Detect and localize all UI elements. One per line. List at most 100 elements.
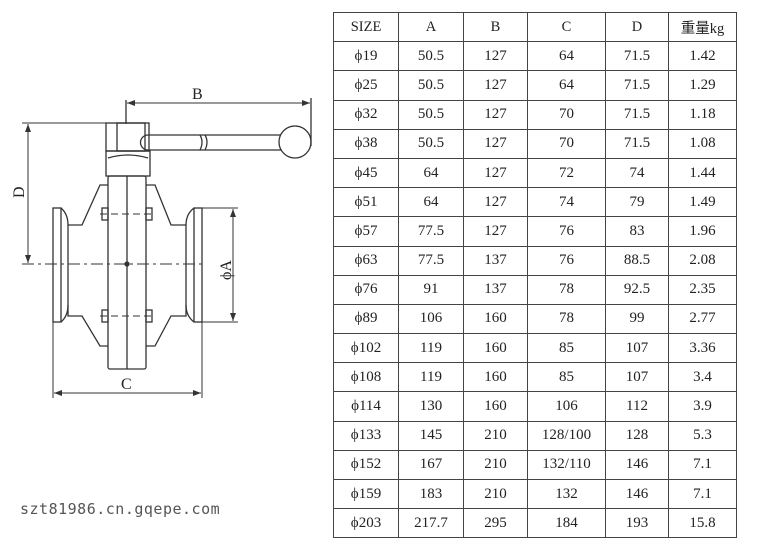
table-cell: 127 <box>463 187 528 218</box>
table-cell: ϕ133 <box>333 420 399 451</box>
table-cell: 76 <box>527 245 606 276</box>
dimension-b: B <box>125 86 312 146</box>
table-cell: 119 <box>398 333 464 364</box>
table-cell: 130 <box>398 391 464 422</box>
table-cell: 3.9 <box>668 391 737 422</box>
table-cell: 79 <box>605 187 669 218</box>
table-cell: 99 <box>605 303 669 335</box>
table-cell: 5.3 <box>668 420 737 451</box>
column-header: D <box>605 11 669 43</box>
table-cell: 210 <box>463 420 528 451</box>
table-cell: 132/110 <box>527 449 606 481</box>
dimension-c: C <box>52 322 203 398</box>
table-cell: 64 <box>527 70 606 101</box>
table-cell: 91 <box>398 274 464 305</box>
column-header: A <box>398 11 464 43</box>
table-cell: 71.5 <box>605 128 669 159</box>
table-cell: 160 <box>463 333 528 364</box>
column-header: C <box>527 11 606 43</box>
table-cell: 160 <box>463 391 528 422</box>
table-cell: 64 <box>398 187 464 218</box>
table-cell: 64 <box>398 157 464 189</box>
table-cell: ϕ38 <box>333 128 399 159</box>
table-cell: ϕ45 <box>333 157 399 189</box>
table-cell: 3.36 <box>668 333 737 364</box>
table-cell: 1.18 <box>668 99 737 130</box>
table-cell: ϕ63 <box>333 245 399 276</box>
table-cell: 70 <box>527 99 606 130</box>
table-cell: 1.42 <box>668 41 737 72</box>
dimension-c-label: C <box>121 376 132 393</box>
table-cell: 160 <box>463 362 528 393</box>
table-cell: 132 <box>527 478 606 510</box>
table-cell: 88.5 <box>605 245 669 276</box>
table-cell: ϕ159 <box>333 478 399 510</box>
table-cell: 50.5 <box>398 128 464 159</box>
watermark: szt81986.cn.gqepe.com <box>20 500 221 518</box>
table-cell: 127 <box>463 128 528 159</box>
table-cell: 71.5 <box>605 41 669 72</box>
table-cell: 71.5 <box>605 99 669 130</box>
table-cell: 83 <box>605 216 669 247</box>
table-cell: 72 <box>527 157 606 189</box>
table-cell: 7.1 <box>668 478 737 510</box>
table-cell: 78 <box>527 303 606 335</box>
table-cell: 85 <box>527 362 606 393</box>
table-cell: 160 <box>463 303 528 335</box>
valve-drawing: B D ϕA C <box>11 86 312 398</box>
table-cell: 127 <box>463 70 528 101</box>
table-cell: 2.77 <box>668 303 737 335</box>
table-cell: 146 <box>605 478 669 510</box>
table-cell: 15.8 <box>668 508 737 539</box>
valve-body <box>52 175 203 370</box>
table-cell: 146 <box>605 449 669 481</box>
table-cell: ϕ57 <box>333 216 399 247</box>
table-cell: 1.08 <box>668 128 737 159</box>
table-cell: ϕ25 <box>333 70 399 101</box>
table-cell: 2.08 <box>668 245 737 276</box>
table-cell: ϕ102 <box>333 333 399 364</box>
table-cell: ϕ19 <box>333 41 399 72</box>
table-cell: 127 <box>463 99 528 130</box>
table-cell: 193 <box>605 508 669 539</box>
table-cell: ϕ152 <box>333 449 399 481</box>
table-cell: 127 <box>463 157 528 189</box>
table-cell: 128 <box>605 420 669 451</box>
table-cell: 78 <box>527 274 606 305</box>
table-cell: 85 <box>527 333 606 364</box>
column-header: 重量kg <box>668 11 737 43</box>
table-cell: 1.44 <box>668 157 737 189</box>
table-cell: 50.5 <box>398 99 464 130</box>
table-cell: 184 <box>527 508 606 539</box>
table-cell: 145 <box>398 420 464 451</box>
table-cell: 106 <box>527 391 606 422</box>
table-cell: 70 <box>527 128 606 159</box>
handle <box>105 122 312 177</box>
table-cell: 71.5 <box>605 70 669 101</box>
table-cell: 106 <box>398 303 464 335</box>
table-cell: 2.35 <box>668 274 737 305</box>
table-cell: 77.5 <box>398 245 464 276</box>
table-cell: ϕ32 <box>333 99 399 130</box>
table-cell: 74 <box>605 157 669 189</box>
table-cell: ϕ89 <box>333 303 399 335</box>
table-cell: 50.5 <box>398 70 464 101</box>
table-cell: 107 <box>605 362 669 393</box>
table-cell: 1.49 <box>668 187 737 218</box>
table-cell: 64 <box>527 41 606 72</box>
table-cell: 76 <box>527 216 606 247</box>
